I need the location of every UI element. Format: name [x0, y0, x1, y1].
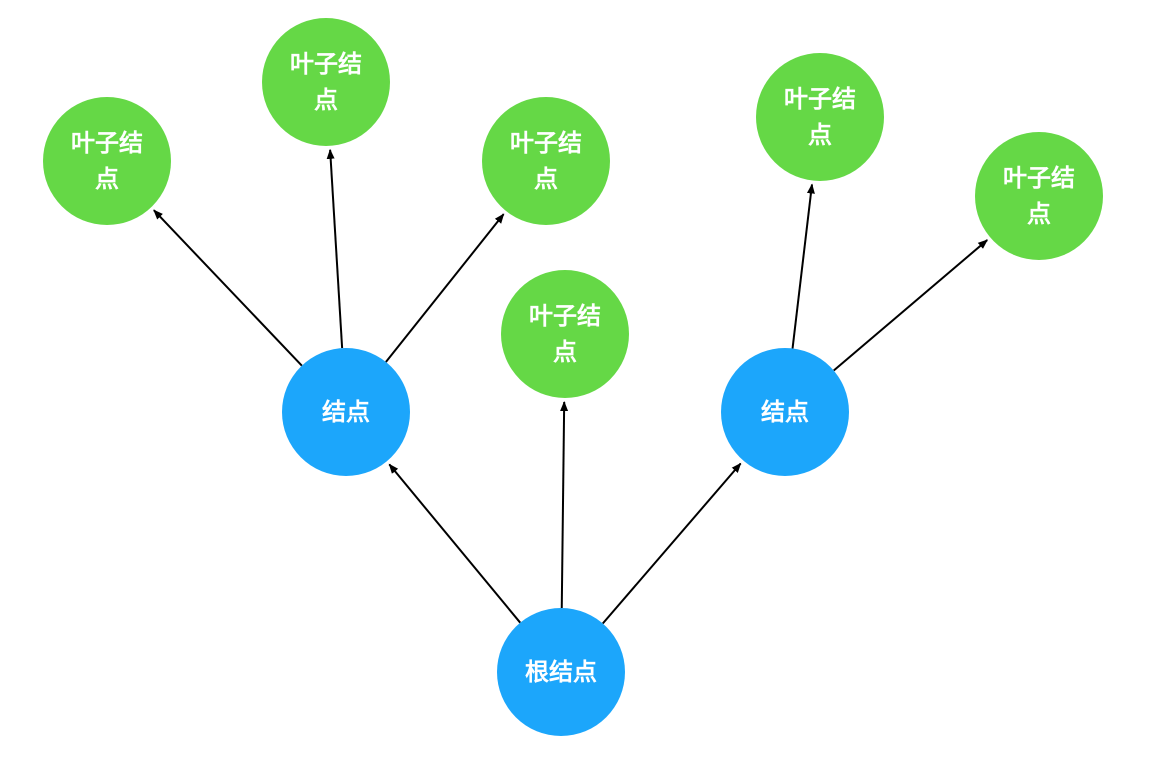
- inner-node-left: 结点: [282, 348, 410, 476]
- leaf-node-1: 叶子结点: [43, 97, 171, 225]
- edge-root-to-inner_left: [388, 463, 521, 624]
- leaf-node-5-label: 叶子结点: [784, 85, 856, 149]
- edge-inner_right-to-leaf_6: [833, 239, 988, 372]
- leaf-node-3: 叶子结点: [482, 97, 610, 225]
- edge-inner_left-to-leaf_3: [385, 213, 505, 363]
- inner-node-right: 结点: [721, 348, 849, 476]
- leaf-node-2-label: 叶子结点: [290, 50, 362, 114]
- edge-root-to-inner_right: [602, 462, 742, 625]
- leaf-node-6: 叶子结点: [975, 132, 1103, 260]
- leaf-node-4-label: 叶子结点: [529, 302, 601, 366]
- leaf-node-2: 叶子结点: [262, 18, 390, 146]
- root-node: 根结点: [497, 608, 625, 736]
- inner-node-right-label: 结点: [761, 398, 809, 426]
- root-node-label: 根结点: [525, 658, 597, 686]
- edge-root-to-leaf_4: [560, 400, 569, 609]
- leaf-node-5: 叶子结点: [756, 53, 884, 181]
- leaf-node-1-label: 叶子结点: [71, 129, 143, 193]
- edge-inner_right-to-leaf_5: [791, 183, 815, 349]
- edge-inner_left-to-leaf_2: [326, 148, 344, 349]
- edge-inner_left-to-leaf_1: [153, 209, 303, 367]
- leaf-node-4: 叶子结点: [501, 270, 629, 398]
- leaf-node-3-label: 叶子结点: [510, 129, 582, 193]
- leaf-node-6-label: 叶子结点: [1003, 164, 1075, 228]
- inner-node-left-label: 结点: [322, 398, 370, 426]
